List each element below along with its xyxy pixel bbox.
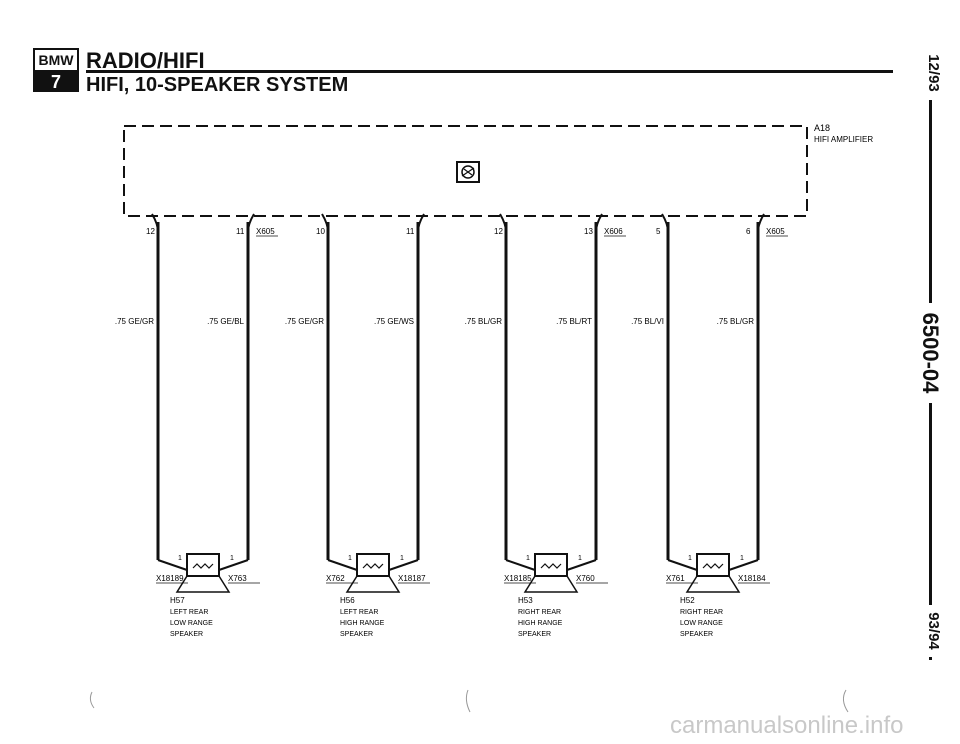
coil-icon [192,563,214,569]
wire-lead [728,559,759,571]
wire-color-label: .75 BL/VI [631,317,664,326]
speaker-desc: SPEAKER [170,631,203,638]
wire-color-label: .75 BL/GR [465,317,503,326]
terminal-label: X18184 [738,574,766,583]
connector-label: X606 [604,227,623,236]
amplifier-name: HIFI AMPLIFIER [814,135,873,144]
pin-number: 13 [584,227,593,236]
terminal-label: X18185 [504,574,532,583]
pin-number: 11 [406,227,415,236]
bmw-logo: BMW 7 [33,48,79,92]
terminal-pin: 1 [740,555,744,562]
speaker-icon [356,553,390,577]
speaker-cone [175,575,231,593]
coil-icon [540,563,562,569]
terminal-label: X763 [228,574,247,583]
wire-color-label: .75 GE/WS [374,317,414,326]
wire-lead [327,559,358,571]
wire-color-label: .75 GE/GR [285,317,324,326]
pin-number: 11 [236,227,245,236]
speaker-id: H52 [680,596,695,605]
logo-series: 7 [35,72,77,92]
scan-mark [465,689,471,713]
wire-lead [566,559,597,571]
speaker-desc: SPEAKER [680,631,713,638]
diagram-title: HIFI, 10-SPEAKER SYSTEM [86,74,349,96]
terminal-label: X760 [576,574,595,583]
terminal-pin: 1 [178,555,182,562]
speaker-id: H57 [170,596,185,605]
speaker-id: H56 [340,596,355,605]
terminal-label: X18187 [398,574,426,583]
speaker-desc: LEFT REAR [340,609,378,616]
speaker-desc: LOW RANGE [170,620,213,627]
terminal-label: X18189 [156,574,184,583]
pin-number: 12 [146,227,155,236]
speaker-desc: HIGH RANGE [340,620,385,627]
terminal-pin: 1 [400,555,404,562]
scan-mark [89,691,95,709]
amplifier-box [123,125,808,217]
wire-color-label: .75 BL/RT [556,317,592,326]
speaker-desc: LEFT REAR [170,609,208,616]
speaker-desc: SPEAKER [340,631,373,638]
coil-icon [702,563,724,569]
terminal-pin: 1 [688,555,692,562]
speaker-desc: SPEAKER [518,631,551,638]
wire-lead [388,559,419,571]
wire-color-label: .75 BL/GR [717,317,755,326]
pin-number: 10 [316,227,325,236]
speaker-desc: HIGH RANGE [518,620,563,627]
title-rule [86,70,893,73]
speaker-cone [345,575,401,593]
terminal-label: X762 [326,574,345,583]
wire-color-label: .75 GE/BL [207,317,244,326]
wire-lead [667,559,698,571]
speaker-icon [534,553,568,577]
wire-lead [157,559,188,571]
terminal-label: X761 [666,574,685,583]
pin-number: 5 [656,227,661,236]
wire-color-label: .75 GE/GR [115,317,154,326]
speaker-desc: RIGHT REAR [680,609,723,616]
coil-icon [362,563,384,569]
logo-brand: BMW [35,50,77,72]
terminal-pin: 1 [348,555,352,562]
amplifier-id: A18 [814,123,830,133]
wire-lead [218,559,249,571]
section-title: RADIO/HIFI [86,48,205,73]
pin-number: 6 [746,227,751,236]
speaker-cone [523,575,579,593]
connector-label: X605 [766,227,785,236]
watermark: carmanualsonline.info [670,712,904,739]
pin-number: 12 [494,227,503,236]
speaker-symbol-icon [456,161,480,183]
terminal-pin: 1 [578,555,582,562]
speaker-desc: RIGHT REAR [518,609,561,616]
speaker-icon [696,553,730,577]
speaker-id: H53 [518,596,533,605]
terminal-pin: 1 [230,555,234,562]
terminal-pin: 1 [526,555,530,562]
speaker-cone [685,575,741,593]
wire-lead [505,559,536,571]
speaker-desc: LOW RANGE [680,620,723,627]
scan-mark [842,689,849,713]
connector-label: X605 [256,227,275,236]
speaker-icon [186,553,220,577]
